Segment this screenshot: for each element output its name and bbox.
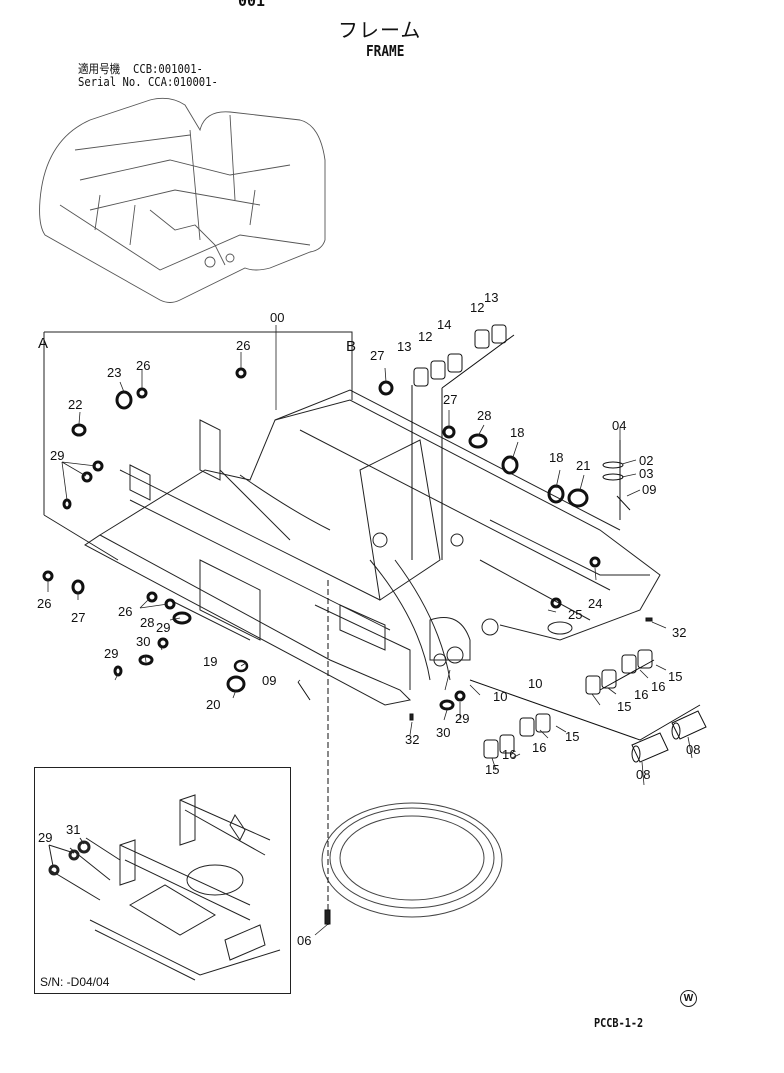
callout-16d: 16 xyxy=(532,740,546,755)
pins-08 xyxy=(631,710,707,763)
callout-16b: 16 xyxy=(651,679,665,694)
callout-28b: 28 xyxy=(140,615,154,630)
callout-26d: 26 xyxy=(118,604,132,619)
callout-labels: 00 02 03 04 06 08 08 09 09 10 10 12 12 1… xyxy=(37,290,700,948)
callout-27c: 27 xyxy=(71,610,85,625)
callout-26b: 26 xyxy=(236,338,250,353)
serial-ccb: CCB:001001- xyxy=(132,62,203,76)
callout-10a: 10 xyxy=(528,676,542,691)
callout-18b: 18 xyxy=(549,450,563,465)
callout-27b: 27 xyxy=(443,392,457,407)
callout-18a: 18 xyxy=(510,425,524,440)
callout-08b: 08 xyxy=(686,742,700,757)
figure-code: PCCB-1-2 xyxy=(594,1016,644,1030)
callout-15a: 15 xyxy=(617,699,631,714)
callout-30b: 30 xyxy=(436,725,450,740)
callout-26a: 26 xyxy=(136,358,150,373)
callout-15c: 15 xyxy=(485,762,499,777)
callout-12a: 12 xyxy=(418,329,432,344)
inset-drawing xyxy=(48,794,281,981)
overview-excavator-sketch xyxy=(39,97,326,303)
serial-cca: CCA:010001- xyxy=(147,75,218,89)
callout-27a: 27 xyxy=(370,348,384,363)
callout-22: 22 xyxy=(68,397,82,412)
leader-lines xyxy=(47,325,693,936)
callout-16c: 16 xyxy=(502,747,516,762)
callout-15d: 15 xyxy=(565,729,579,744)
callout-29a: 29 xyxy=(50,448,64,463)
callout-02: 02 xyxy=(639,453,653,468)
group-letter-b: B xyxy=(346,338,356,355)
callout-06: 06 xyxy=(297,933,311,948)
callout-00: 00 xyxy=(270,310,284,325)
inset-panel xyxy=(34,767,291,994)
callout-10b: 10 xyxy=(493,689,507,704)
inset-callout-31: 31 xyxy=(66,822,80,837)
inset-serial-label: S/N: -D04/04 xyxy=(40,975,110,989)
page-code: 001 xyxy=(238,0,266,10)
callout-13a: 13 xyxy=(397,339,411,354)
main-frame-drawing xyxy=(84,389,661,706)
shims-lower xyxy=(469,649,701,759)
callout-32b: 32 xyxy=(405,732,419,747)
callout-09a: 09 xyxy=(642,482,656,497)
callout-28a: 28 xyxy=(477,408,491,423)
callout-16a: 16 xyxy=(634,687,648,702)
callout-29c: 29 xyxy=(104,646,118,661)
slewing-ring xyxy=(321,802,503,918)
callout-24: 24 xyxy=(588,596,602,611)
shims-upper xyxy=(411,324,515,560)
callout-13b: 13 xyxy=(484,290,498,305)
inset-callout-29: 29 xyxy=(38,830,52,845)
callout-03: 03 xyxy=(639,466,653,481)
serial-label-jp: 適用号機 xyxy=(78,62,121,76)
parts-small xyxy=(42,324,707,936)
group-bracket-ab xyxy=(43,331,353,561)
callout-21: 21 xyxy=(576,458,590,473)
callout-20: 20 xyxy=(206,697,220,712)
w-circle-mark: W xyxy=(680,990,697,1007)
callout-08a: 08 xyxy=(636,767,650,782)
serial-info: 適用号機 CCB:001001- Serial No. CCA:010001- xyxy=(78,63,218,89)
callout-25: 25 xyxy=(568,607,582,622)
callout-09b: 09 xyxy=(262,673,276,688)
callout-32a: 32 xyxy=(672,625,686,640)
callout-12b: 12 xyxy=(470,300,484,315)
group-letter-a: A xyxy=(38,335,48,352)
callout-29b: 29 xyxy=(156,620,170,635)
title-japanese: フレーム xyxy=(338,18,422,42)
callout-15b: 15 xyxy=(668,669,682,684)
title-english: FRAME xyxy=(366,42,405,60)
serial-label-en: Serial No. xyxy=(78,75,142,89)
callout-04: 04 xyxy=(612,418,626,433)
callout-26c: 26 xyxy=(37,596,51,611)
callout-14: 14 xyxy=(437,317,451,332)
callout-29d: 29 xyxy=(455,711,469,726)
callout-30a: 30 xyxy=(136,634,150,649)
callout-23: 23 xyxy=(107,365,121,380)
callout-19: 19 xyxy=(203,654,217,669)
